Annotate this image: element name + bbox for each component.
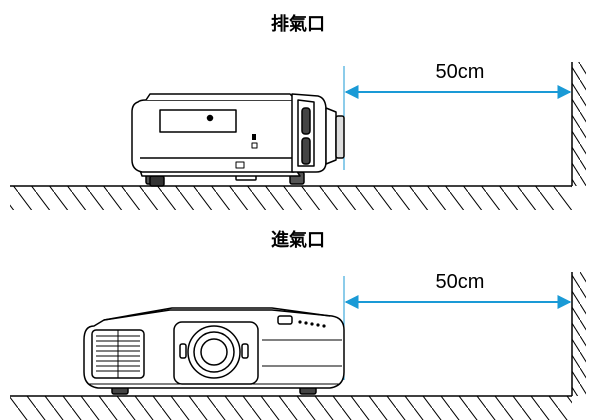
projector-front-icon <box>83 307 345 395</box>
wall-bottom <box>571 272 586 396</box>
floor-top <box>10 185 572 210</box>
wall-hatching <box>572 62 586 186</box>
wall-top <box>571 62 586 186</box>
distance-label: 50cm <box>436 271 485 293</box>
exhaust-vent-title: 排氣口 <box>271 13 325 35</box>
bottom-panel: 進氣口 50cm <box>10 229 586 420</box>
wall-hatching <box>572 272 586 396</box>
floor-bottom <box>10 395 572 420</box>
distance-label: 50cm <box>436 61 485 83</box>
floor-hatching <box>10 396 572 420</box>
top-panel: 排氣口 50cm <box>10 13 586 210</box>
intake-vent-title: 進氣口 <box>271 229 325 251</box>
floor-hatching <box>10 186 572 210</box>
projector-side-icon <box>131 93 345 187</box>
